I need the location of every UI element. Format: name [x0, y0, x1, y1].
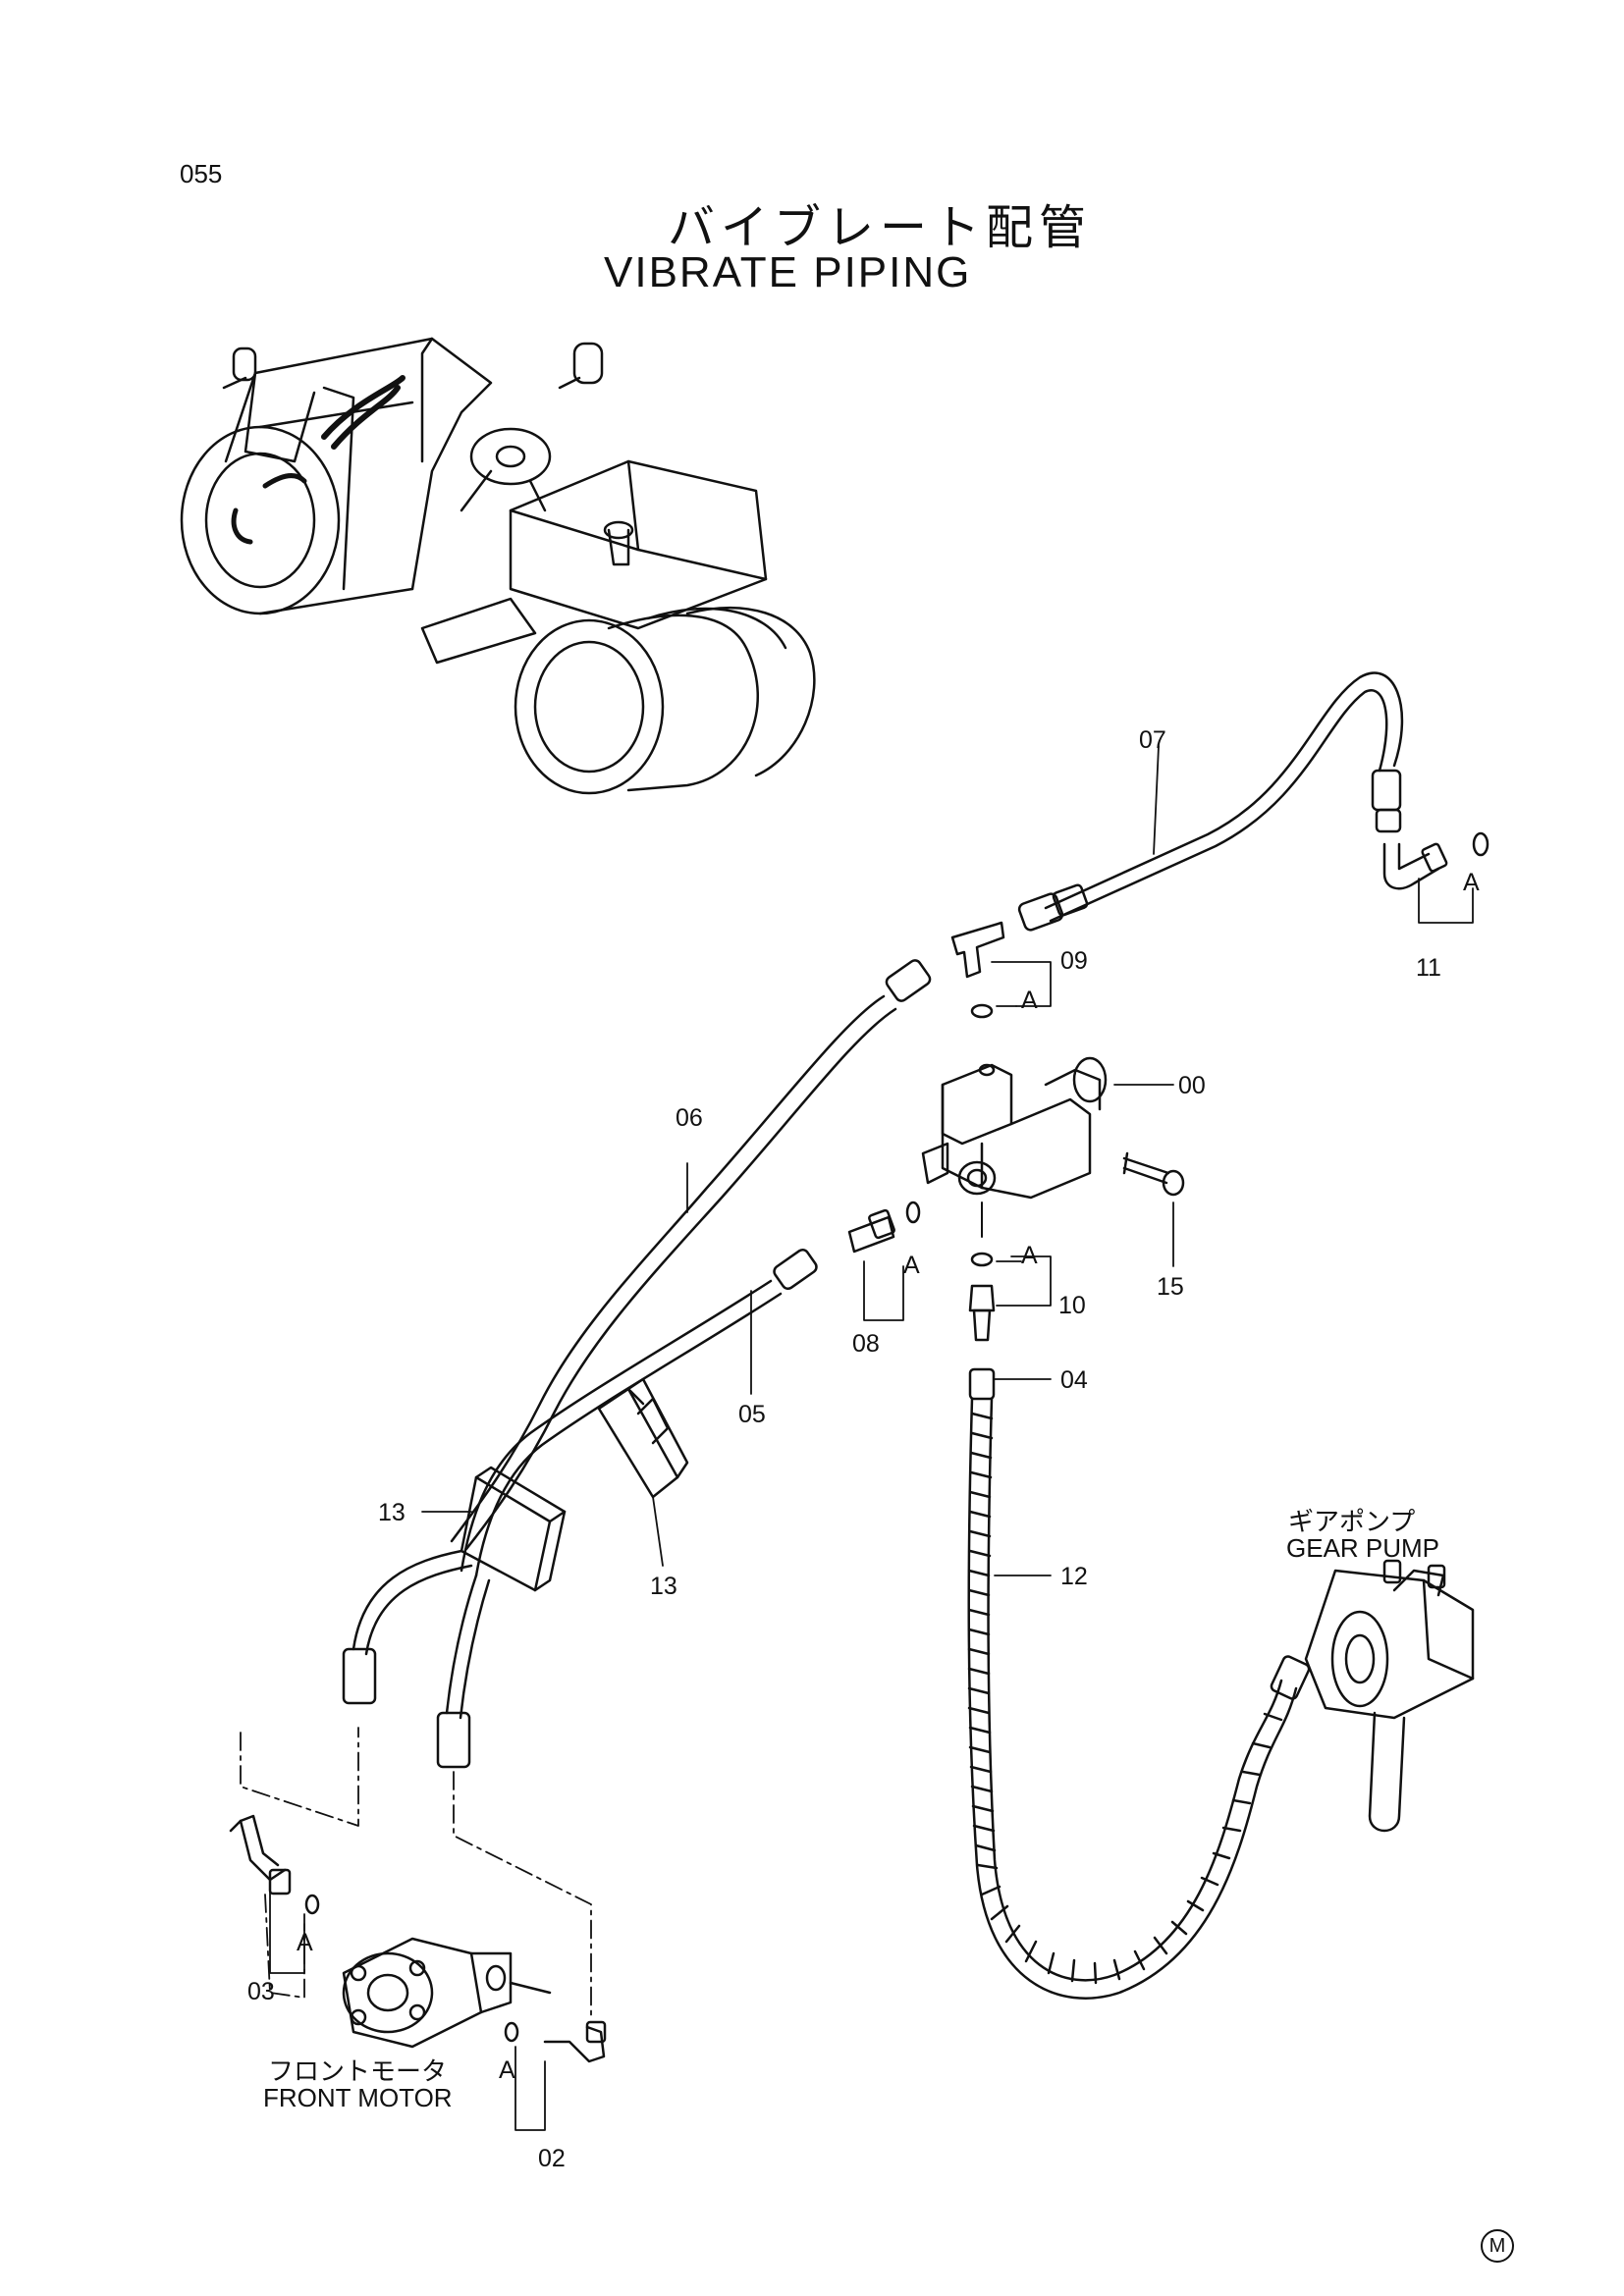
- callout-a-10: A: [1021, 1242, 1038, 1269]
- callout-06: 06: [676, 1104, 703, 1132]
- title-japanese: バイブレート配管: [668, 200, 1093, 255]
- front-motor-label-en: FRONT MOTOR: [263, 2083, 453, 2112]
- elbow-fitting-02: [504, 2020, 607, 2063]
- callout-13-mounted: 13: [378, 1499, 406, 1526]
- title-english: VIBRATE PIPING: [604, 248, 972, 296]
- front-motor-illustration: [342, 1937, 552, 2049]
- callout-13-loose: 13: [650, 1573, 677, 1600]
- callout-12: 12: [1060, 1563, 1088, 1590]
- callout-11: 11: [1416, 954, 1441, 982]
- callout-07: 07: [1139, 726, 1166, 754]
- hose-05: [460, 1248, 818, 1577]
- page-number: 055: [180, 159, 223, 188]
- gear-pump-label-en: GEAR PUMP: [1286, 1533, 1440, 1563]
- callout-08: 08: [852, 1330, 880, 1358]
- callout-09: 09: [1060, 947, 1088, 975]
- bolt-15: [1122, 1151, 1185, 1197]
- nipple-10: [968, 1201, 996, 1342]
- callout-a-08: A: [903, 1252, 920, 1279]
- clamp-13-mounted: [460, 1466, 567, 1592]
- machine-overview-illustration: [180, 337, 816, 795]
- elbow-fitting-03: [229, 1814, 320, 1915]
- callout-15: 15: [1157, 1273, 1184, 1301]
- callout-a-02: A: [499, 2056, 515, 2084]
- tee-fitting-09: [950, 921, 1005, 1019]
- nipple-08: [847, 1201, 921, 1254]
- callout-a-03: A: [297, 1929, 313, 1956]
- leader-lines: [240, 745, 1474, 2131]
- callout-04: 04: [1060, 1366, 1088, 1394]
- clamp-13-loose: [597, 1377, 689, 1499]
- callout-02: 02: [538, 2145, 566, 2172]
- gear-pump-label-jp: ギアポンプ: [1288, 1507, 1416, 1536]
- callout-10: 10: [1058, 1292, 1086, 1319]
- callout-00: 00: [1178, 1072, 1206, 1099]
- hose-06: [450, 959, 932, 1551]
- front-motor-label-jp: フロントモータ: [268, 2056, 448, 2086]
- callout-03: 03: [247, 1978, 275, 2005]
- manufacturer-mark: M: [1481, 2229, 1514, 2263]
- callout-a-09: A: [1021, 987, 1038, 1014]
- elbow-fitting-11: [1382, 831, 1489, 890]
- hose-12: [967, 1367, 1311, 2000]
- callout-05: 05: [738, 1401, 766, 1428]
- valve-block-00: [921, 1056, 1108, 1200]
- hose-07: [1017, 671, 1404, 932]
- gear-pump-illustration: [1304, 1559, 1475, 1833]
- callout-a-11: A: [1463, 869, 1480, 896]
- lower-hose-branches: [342, 1549, 491, 1769]
